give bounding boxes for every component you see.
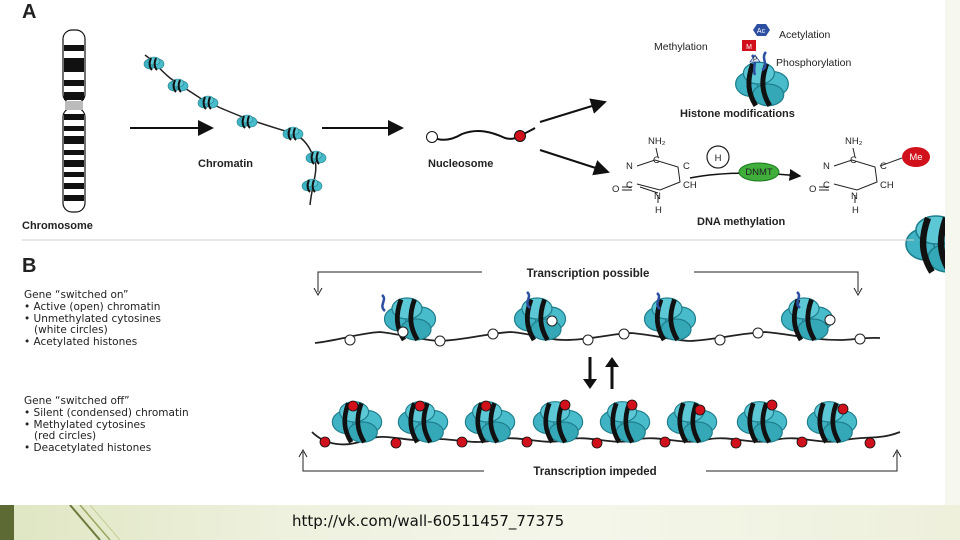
c2-h: H	[852, 205, 859, 216]
c2-nh2: NH₂	[845, 136, 863, 147]
methylation-label: Methylation	[654, 41, 708, 53]
methyl-square-icon	[742, 40, 756, 51]
histone-modifications-label: Histone modifications	[680, 108, 795, 120]
panel-b-letter: B	[22, 255, 36, 277]
cytosine-structure	[622, 147, 681, 203]
arrow-to-histone-mod	[539, 98, 607, 123]
c1-o: O	[612, 184, 619, 195]
slide-right-margin	[945, 0, 960, 505]
on-item-3: (white circles)	[24, 324, 108, 336]
transcription-possible-label: Transcription possible	[527, 268, 650, 280]
methyl-group-icon	[902, 147, 930, 167]
c2-n3: N	[823, 161, 830, 172]
dnmt-enzyme-icon	[738, 162, 780, 182]
chromatin-label: Chromatin	[198, 158, 253, 170]
p-tag: P	[753, 57, 757, 63]
c1-h: H	[655, 205, 662, 216]
transcription-possible-bracket	[313, 271, 863, 297]
dnmt-tag: DNMT	[745, 167, 773, 178]
on-item-4: • Acetylated histones	[24, 336, 137, 348]
ac-tag: Ac	[757, 28, 766, 35]
c2-c4: C	[850, 155, 857, 166]
c2-o: O	[809, 184, 816, 195]
on-item-1: • Active (open) chromatin	[24, 301, 160, 313]
arrow-to-dna-methylation	[539, 149, 610, 176]
acetyl-hexagon-icon	[753, 24, 770, 36]
nucleosome-graphic	[426, 127, 960, 272]
on-title: Gene “switched on”	[24, 289, 128, 301]
off-item-4: • Deacetylated histones	[24, 442, 151, 454]
hydrogen-circle-icon	[706, 145, 730, 169]
c2-ch: CH	[880, 180, 894, 191]
c1-c5: C	[683, 161, 690, 172]
off-title: Gene “switched off”	[24, 395, 130, 407]
phosphorylation-label: Phosphorylation	[776, 57, 851, 69]
reversible-arrows	[583, 357, 619, 389]
c1-c4: C	[653, 155, 660, 166]
dna-methylation-label: DNA methylation	[697, 216, 785, 228]
transcription-impeded-label: Transcription impeded	[533, 466, 656, 478]
c1-nh2: NH₂	[648, 136, 666, 147]
off-item-1: • Silent (condensed) chromatin	[24, 407, 189, 419]
nucleosome-label: Nucleosome	[428, 158, 493, 170]
panel-a-letter: A	[22, 1, 36, 23]
open-chromatin	[314, 291, 881, 347]
footer-corner	[0, 505, 14, 540]
on-item-2: • Unmethylated cytosines	[24, 313, 161, 325]
methylcytosine-structure	[819, 147, 903, 203]
c2-c2: C	[823, 180, 830, 191]
off-item-2: • Methylated cytosines	[24, 419, 145, 431]
c1-n1: N	[654, 191, 661, 202]
condensed-chromatin	[311, 400, 901, 449]
c2-c5: C	[880, 161, 887, 172]
me-tag: Me	[909, 152, 922, 163]
off-item-3: (red circles)	[24, 430, 96, 442]
source-url-link[interactable]: http://vk.com/wall-60511457_77375	[292, 512, 565, 530]
c1-n3: N	[626, 161, 633, 172]
m-tag: M	[746, 44, 752, 51]
transcription-impeded-bracket	[298, 448, 902, 472]
c1-c2: C	[626, 180, 633, 191]
c2-n1: N	[851, 191, 858, 202]
h-tag: H	[715, 153, 722, 164]
acetylation-label: Acetylation	[779, 29, 831, 41]
chromosome-graphic	[62, 29, 86, 213]
phospho-triangle-icon	[749, 54, 761, 63]
histone-modifications-graphic	[736, 24, 789, 106]
chromatin-fiber	[143, 54, 327, 206]
c1-ch: CH	[683, 180, 697, 191]
chromosome-label: Chromosome	[22, 220, 93, 232]
slide-footer	[0, 505, 960, 540]
footer-decoration	[69, 505, 121, 540]
